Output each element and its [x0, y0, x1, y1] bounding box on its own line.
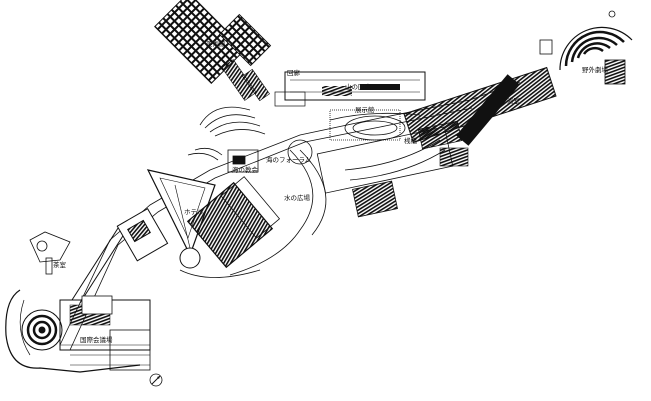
corridor-spine	[71, 207, 169, 304]
label-teahouse: 茶室	[53, 260, 67, 269]
label-sea-forum: 海のフォーラム	[266, 155, 312, 164]
museum-grid-building	[154, 0, 272, 102]
outdoor-theater	[539, 10, 633, 85]
plan-labels: 美術館 山の回廊 回廊 展示館 海のフォーラム 海の教会 水の広場 桟橋 浴室 …	[53, 39, 609, 344]
label-hotel: ホテル	[184, 208, 204, 216]
sea-church	[187, 147, 259, 173]
label-mountain-gallery: 山の回廊	[345, 82, 372, 91]
sea-forum	[287, 109, 463, 218]
label-bathhouse: 浴室	[507, 96, 521, 105]
label-pier: 桟橋	[404, 136, 418, 145]
bathhouse-wing	[403, 66, 557, 167]
conference-hall	[5, 289, 151, 373]
mountain-gallery-bar	[274, 71, 426, 107]
label-corridor: 回廊	[287, 68, 301, 77]
label-museum: 美術館	[206, 39, 226, 48]
label-conference-hall: 国際会議場	[80, 335, 113, 344]
label-outdoor-theater: 野外劇場	[582, 65, 609, 74]
hotel-building	[146, 169, 281, 269]
north-arrow-icon	[149, 373, 163, 387]
label-sea-church: 海の教会	[232, 165, 259, 174]
label-exhibition-building: 展示館	[355, 105, 375, 114]
teahouse	[29, 231, 71, 275]
label-waterfront-plaza: 水の広場	[284, 193, 311, 202]
